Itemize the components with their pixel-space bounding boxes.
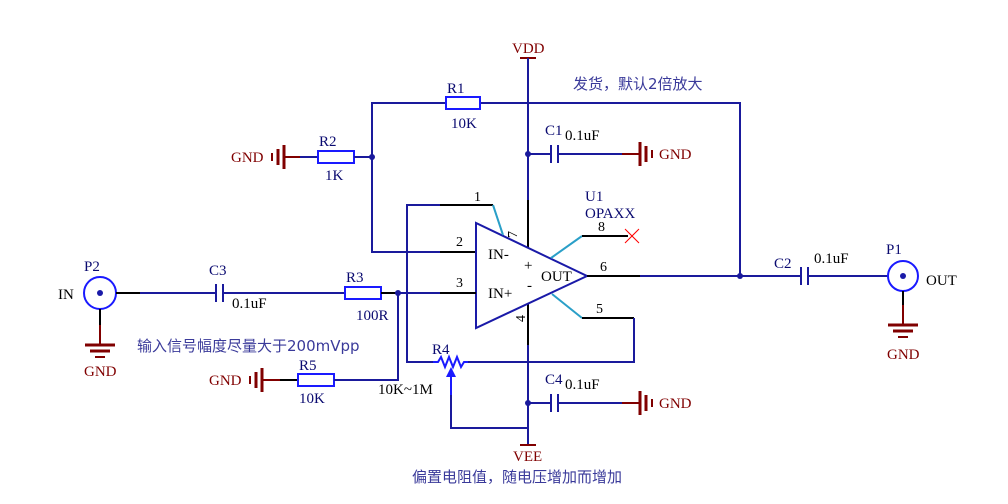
- gnd-label: GND: [209, 373, 242, 389]
- c3-value: 0.1uF: [232, 296, 267, 312]
- connector-p2: GND P2 IN: [58, 259, 117, 380]
- note-input: 输入信号幅度尽量大于200mVpp: [137, 337, 360, 355]
- c3-ref: C3: [209, 263, 227, 279]
- u1-value: OPAXX: [585, 206, 635, 222]
- pin-4: 4: [514, 315, 529, 322]
- p2-net: IN: [58, 287, 74, 303]
- r5-value: 10K: [299, 391, 325, 407]
- minus-sign: -: [527, 278, 532, 294]
- net-in-minus: [371, 157, 440, 253]
- vdd-label: VDD: [512, 41, 545, 57]
- p1-net: OUT: [926, 273, 957, 289]
- net-pin1: [406, 204, 440, 363]
- vee-rail: VEE: [513, 302, 542, 465]
- r1-value: 10K: [451, 116, 477, 132]
- gnd-symbol-r5: GND: [209, 368, 264, 392]
- r2-ref: R2: [319, 134, 337, 150]
- net-pin5: [468, 318, 635, 363]
- potentiometer-r4: R4 10K~1M: [378, 342, 528, 429]
- capacitor-c3: C3 0.1uF: [116, 263, 345, 312]
- vee-label: VEE: [513, 449, 542, 465]
- gnd-symbol-r2: GND: [231, 145, 286, 169]
- gnd-symbol-c4: GND: [638, 391, 692, 415]
- resistor-r2: R2 1K: [284, 134, 375, 184]
- pin-7: 7: [506, 231, 521, 238]
- resistor-r5: R5 10K GND: [209, 293, 399, 407]
- c4-ref: C4: [545, 372, 563, 388]
- c2-ref: C2: [774, 256, 792, 272]
- u1-ref: U1: [585, 189, 603, 205]
- r4-ref: R4: [432, 342, 450, 358]
- gnd-label: GND: [84, 364, 117, 380]
- gnd-symbol-c1: GND: [638, 142, 692, 166]
- r3-ref: R3: [346, 270, 364, 286]
- resistor-r3: R3 100R: [344, 270, 476, 324]
- out-label: OUT: [541, 269, 572, 285]
- r1-ref: R1: [447, 81, 465, 97]
- r3-value: 100R: [356, 308, 389, 324]
- in-minus-label: IN-: [488, 247, 509, 263]
- gnd-label: GND: [659, 396, 692, 412]
- p2-ref: P2: [84, 259, 100, 275]
- capacitor-c1: C1 0.1uF GND: [525, 123, 692, 166]
- no-connect-icon: [624, 228, 640, 244]
- r2-value: 1K: [325, 168, 344, 184]
- output-section: C2 0.1uF: [640, 251, 889, 285]
- plus-sign: +: [524, 258, 532, 274]
- r5-ref: R5: [299, 358, 317, 374]
- pin-6: 6: [600, 260, 607, 275]
- gnd-label: GND: [659, 147, 692, 163]
- note-bias: 偏置电阻值，随电压增加而增加: [412, 468, 622, 486]
- resistor-r1: R1 10K: [371, 81, 741, 276]
- p1-ref: P1: [886, 242, 902, 258]
- pin-1: 1: [474, 190, 481, 205]
- vdd-rail: VDD: [512, 41, 545, 250]
- c1-value: 0.1uF: [565, 128, 600, 144]
- connector-p1: GND P1 OUT: [886, 242, 957, 363]
- r4-value: 10K~1M: [378, 382, 433, 398]
- gnd-label: GND: [231, 150, 264, 166]
- pin-3: 3: [456, 276, 463, 291]
- pin-8: 8: [598, 220, 605, 235]
- pin-2: 2: [456, 235, 463, 250]
- c2-value: 0.1uF: [814, 251, 849, 267]
- note-gain: 发货，默认2倍放大: [573, 75, 703, 93]
- c4-value: 0.1uF: [565, 377, 600, 393]
- gnd-label: GND: [887, 347, 920, 363]
- opamp-u1: IN- IN+ OUT + - U1 OPAXX 2 3 1 8 6 5 7 4: [440, 189, 640, 330]
- capacitor-c4: C4 0.1uF GND: [525, 372, 692, 415]
- pin-5: 5: [596, 302, 603, 317]
- in-plus-label: IN+: [488, 286, 512, 302]
- c1-ref: C1: [545, 123, 563, 139]
